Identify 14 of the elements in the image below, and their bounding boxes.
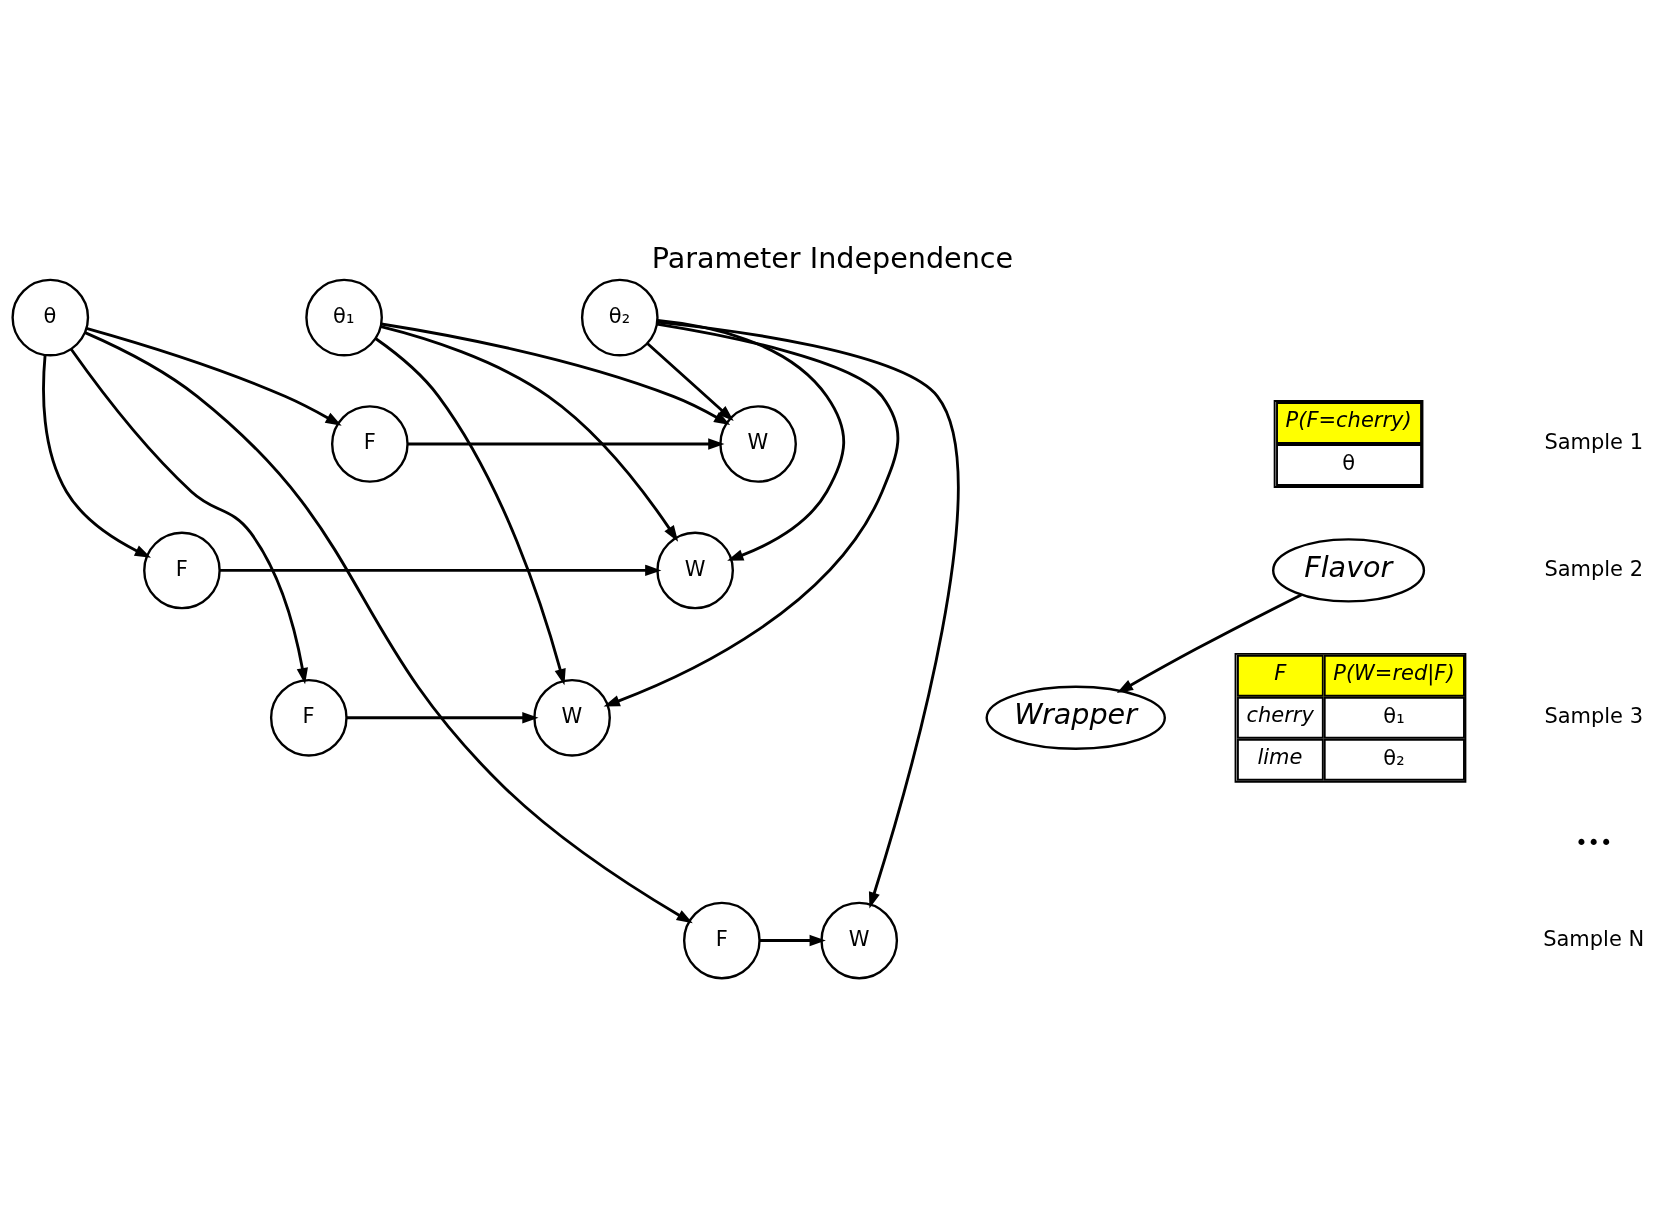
label: P(F=cherry) [1285,408,1412,433]
label: P(W=red|F) [1333,661,1455,686]
label: Sample 1 [1544,430,1644,455]
label: θ [1342,451,1356,476]
label: lime [1257,745,1303,770]
label: Sample 2 [1544,556,1644,581]
label: F [1274,661,1287,686]
diagram-title: Parameter Independence [651,240,1014,275]
label: Sample 3 [1544,704,1644,729]
label: Sample N [1543,926,1645,951]
label: θ₂ [1383,746,1405,771]
label: ••• [1575,830,1613,855]
label: cherry [1246,703,1314,728]
label: θ₁ [1383,704,1405,729]
